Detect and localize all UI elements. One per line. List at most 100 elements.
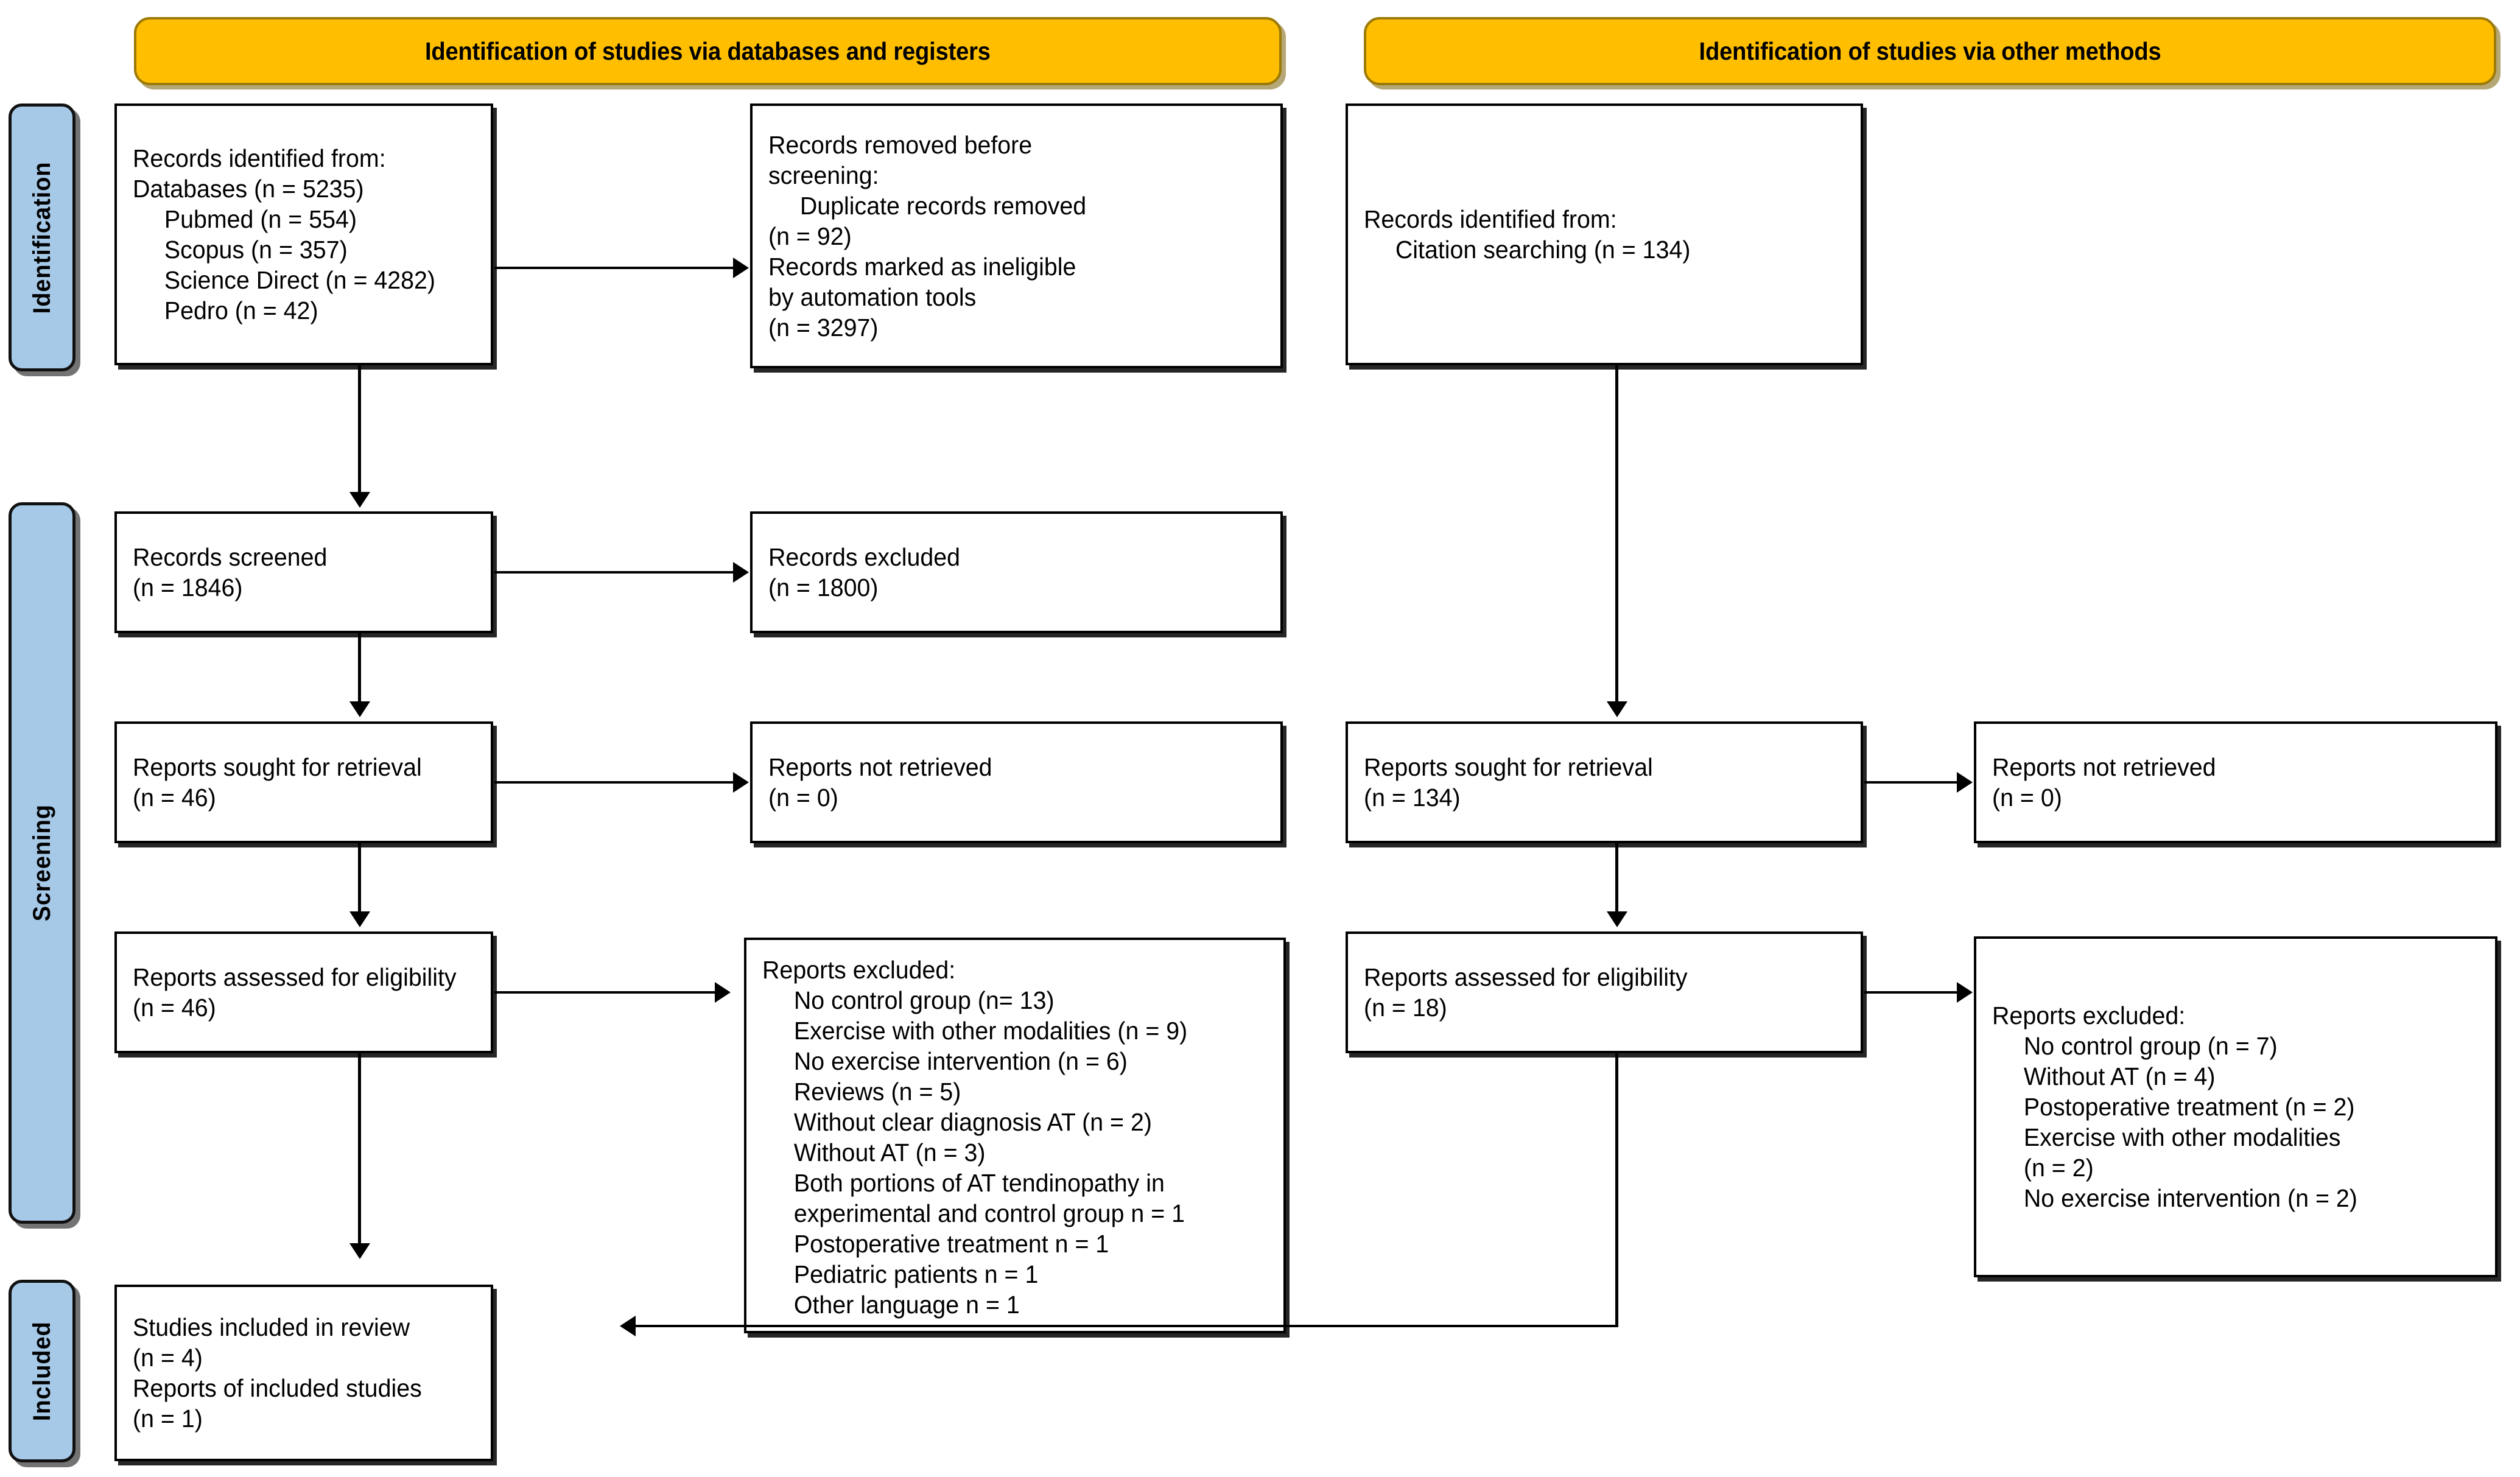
arrowhead-screened-to-sought <box>349 701 370 717</box>
reports-excluded-right-title: Reports excluded: <box>1992 1002 2186 1030</box>
banner-databases-registers: Identification of studies via databases … <box>134 17 1282 85</box>
reports-excluded-left-item: No control group (n= 13) <box>793 986 1055 1014</box>
connector-assessed-to-excluded-right <box>1864 991 1958 994</box>
connector-citation-to-sought-right <box>1615 365 1618 704</box>
reports-assessed-left-label: Reports assessed for eligibility <box>133 963 457 991</box>
reports-excluded-left-item: Pediatric patients n = 1 <box>793 1260 1039 1288</box>
records-identified-pedro: Pedro (n = 42) <box>164 296 318 325</box>
reports-excluded-right-item: No control group (n = 7) <box>2023 1032 2278 1060</box>
arrowhead-identified-to-screened <box>349 492 370 508</box>
reports-not-retrieved-right-count: (n = 0) <box>1992 784 2062 812</box>
box-reports-not-retrieved-left: Reports not retrieved (n = 0) <box>750 721 1283 843</box>
records-removed-ineligible-1: Records marked as ineligible <box>768 252 1076 281</box>
connector-screened-to-excluded <box>494 571 734 574</box>
reports-assessed-right-label: Reports assessed for eligibility <box>1364 963 1688 991</box>
reports-not-retrieved-left-count: (n = 0) <box>768 784 838 812</box>
reports-not-retrieved-right-label: Reports not retrieved <box>1992 753 2216 781</box>
stage-label-identification: Identification <box>28 161 55 314</box>
arrowhead-sought-to-not-retrieved-right <box>1957 772 1973 793</box>
arrowhead-right-to-included <box>620 1316 636 1336</box>
stage-label-screening: Screening <box>28 804 55 922</box>
records-removed-line-1: Records removed before <box>768 130 1244 160</box>
reports-sought-left-label: Reports sought for retrieval <box>133 753 422 781</box>
records-identified-scopus: Scopus (n = 357) <box>164 236 348 264</box>
connector-sought-to-not-retrieved <box>494 781 734 784</box>
records-removed-ineligible-count: (n = 3297) <box>768 313 879 342</box>
reports-excluded-right-item: Exercise with other modalities <box>2023 1123 2341 1151</box>
box-records-identified-databases: Records identified from: Databases (n = … <box>114 103 493 365</box>
arrowhead-sought-to-not-retrieved <box>733 772 749 793</box>
records-removed-screening-italic: screening <box>768 161 872 189</box>
reports-not-retrieved-left-label: Reports not retrieved <box>768 753 992 781</box>
records-identified-pubmed: Pubmed (n = 554) <box>164 205 357 233</box>
connector-sought-to-not-retrieved-right <box>1864 781 1958 784</box>
reports-excluded-left-item: Without AT (n = 3) <box>793 1138 986 1167</box>
box-records-excluded: Records excluded (n = 1800) <box>750 511 1283 633</box>
box-records-removed-before-screening: Records removed before screening: Duplic… <box>750 103 1283 368</box>
reports-excluded-right-item: (n = 2) <box>2023 1154 2094 1182</box>
records-identified-line-2: Databases (n = 5235) <box>133 175 364 203</box>
citation-identified-line-1: Records identified from: <box>1364 205 1617 233</box>
records-removed-duplicates: Duplicate records removed <box>799 191 1087 220</box>
reports-assessed-left-count: (n = 46) <box>133 994 216 1022</box>
reports-excluded-right-item: Postoperative treatment (n = 2) <box>2023 1093 2355 1121</box>
stage-label-included: Included <box>28 1321 55 1421</box>
banner-other-methods: Identification of studies via other meth… <box>1364 17 2496 85</box>
banner-right-label: Identification of studies via other meth… <box>1699 37 2161 65</box>
reports-assessed-right-count: (n = 18) <box>1364 994 1447 1022</box>
arrowhead-assessed-to-excluded-right <box>1957 982 1973 1003</box>
records-screened-count: (n = 1846) <box>133 574 243 602</box>
reports-excluded-left-title: Reports excluded: <box>762 956 956 984</box>
stage-pill-included: Included <box>9 1280 75 1462</box>
connector-assessed-right-to-included-vertical <box>1615 1053 1618 1327</box>
connector-sought-to-assessed <box>358 843 361 915</box>
records-excluded-count: (n = 1800) <box>768 574 879 602</box>
records-identified-sciencedirect: Science Direct (n = 4282) <box>164 266 436 294</box>
reports-of-included-label: Reports of included studies <box>133 1374 422 1402</box>
records-screened-label: Records screened <box>133 543 328 571</box>
stage-pill-identification: Identification <box>9 103 75 371</box>
reports-sought-left-count: (n = 46) <box>133 784 216 812</box>
studies-included-count: (n = 4) <box>133 1344 203 1372</box>
reports-excluded-left-item: Both portions of AT tendinopathy in <box>793 1169 1165 1197</box>
reports-excluded-right-item: No exercise intervention (n = 2) <box>2023 1184 2357 1212</box>
records-removed-line-2: screening: <box>768 160 1244 191</box>
arrowhead-assessed-to-included <box>349 1243 370 1259</box>
connector-assessed-right-to-included-horizontal <box>636 1325 1617 1327</box>
box-reports-sought-retrieval-left: Reports sought for retrieval (n = 46) <box>114 721 493 843</box>
box-records-identified-citation: Records identified from: Citation search… <box>1346 103 1863 365</box>
banner-left-label: Identification of studies via databases … <box>425 37 991 65</box>
box-reports-excluded-right: Reports excluded: No control group (n = … <box>1974 936 2497 1277</box>
records-removed-duplicates-count: (n = 92) <box>768 222 852 250</box>
reports-sought-right-count: (n = 134) <box>1364 784 1461 812</box>
connector-sought-to-assessed-right <box>1615 843 1618 915</box>
citation-identified-line-2: Citation searching (n = 134) <box>1395 236 1691 264</box>
records-removed-ineligible-2: by automation tools <box>768 282 977 311</box>
reports-excluded-left-item: Other language n = 1 <box>793 1291 1020 1319</box>
reports-excluded-left-item: experimental and control group n = 1 <box>793 1199 1185 1227</box>
stage-pill-screening: Screening <box>9 502 75 1224</box>
connector-screened-to-sought <box>358 633 361 705</box>
reports-excluded-left-item: No exercise intervention (n = 6) <box>793 1047 1128 1075</box>
records-removed-before-italic: before <box>964 130 1033 159</box>
studies-included-label: Studies included in review <box>133 1313 410 1341</box>
arrowhead-screened-to-excluded <box>733 562 749 583</box>
reports-excluded-left-item: Without clear diagnosis AT (n = 2) <box>793 1108 1152 1136</box>
connector-assessed-to-included <box>358 1053 361 1247</box>
connector-identified-to-screened <box>358 365 361 494</box>
records-identified-line-1: Records identified from: <box>133 144 386 172</box>
arrowhead-sought-to-assessed <box>349 911 370 927</box>
box-reports-excluded-left: Reports excluded: No control group (n= 1… <box>744 938 1286 1333</box>
box-reports-assessed-eligibility-right: Reports assessed for eligibility (n = 18… <box>1346 931 1863 1053</box>
arrowhead-assessed-to-excluded-left <box>715 982 731 1003</box>
connector-assessed-to-excluded-left <box>494 991 716 994</box>
arrowhead-identified-to-removed <box>733 258 749 278</box>
reports-excluded-left-item: Exercise with other modalities (n = 9) <box>793 1017 1188 1045</box>
reports-sought-right-label: Reports sought for retrieval <box>1364 753 1653 781</box>
reports-excluded-left-item: Reviews (n = 5) <box>793 1078 961 1106</box>
reports-of-included-count: (n = 1) <box>133 1405 203 1433</box>
box-records-screened: Records screened (n = 1846) <box>114 511 493 633</box>
box-studies-included-in-review: Studies included in review (n = 4) Repor… <box>114 1285 493 1461</box>
records-removed-text: Records removed <box>768 130 964 159</box>
